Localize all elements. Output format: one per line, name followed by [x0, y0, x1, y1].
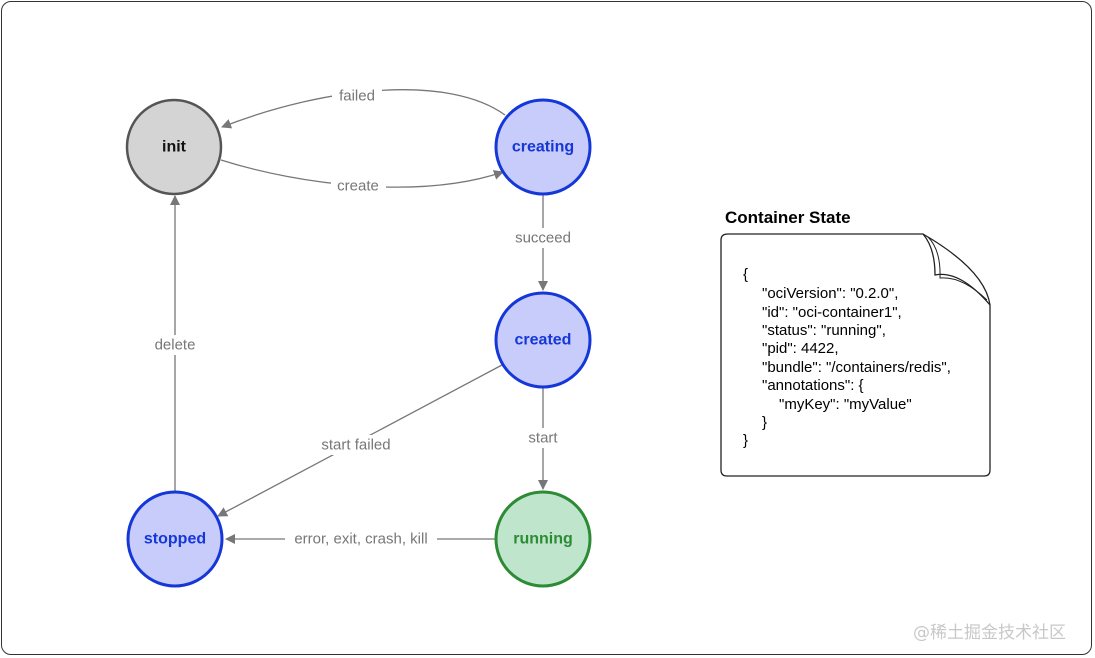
node-label-created: created [515, 332, 572, 349]
state-card: { "ociVersion": "0.2.0", "id": "oci-cont… [720, 233, 991, 477]
code-line-3: "status": "running", [762, 322, 886, 339]
edge-label-start: start [528, 430, 558, 447]
node-label-init: init [162, 139, 187, 156]
watermark: @稀土掘金技术社区 [913, 623, 1066, 643]
node-creating: creating [494, 98, 592, 196]
edge-label-failed: failed [339, 88, 375, 105]
edge-succeed: succeed [508, 195, 578, 291]
code-line-2: "id": "oci-container1", [762, 304, 902, 321]
state-card-title: Container State [725, 208, 851, 227]
edge-label-succeed: succeed [515, 230, 571, 247]
edge-label-create: create [337, 178, 379, 195]
node-label-stopped: stopped [144, 531, 206, 548]
code-line-7: "myKey": "myValue" [779, 396, 912, 413]
edge-failed: failed [221, 86, 506, 129]
edge-label-delete: delete [155, 337, 196, 354]
code-line-6: "annotations": { [762, 377, 864, 394]
node-stopped: stopped [126, 490, 224, 588]
edge-delete: delete [147, 195, 203, 491]
edge-label-start-failed: start failed [321, 437, 390, 454]
code-line-4: "pid": 4422, [762, 340, 839, 357]
node-label-running: running [513, 531, 573, 548]
code-line-0: { [743, 266, 748, 283]
page-curl-fold [927, 236, 988, 301]
node-created: created [494, 291, 592, 389]
node-label-creating: creating [512, 139, 574, 156]
node-init: init [125, 98, 223, 196]
edge-error-exit: error, exit, crash, kill [225, 529, 495, 549]
edge-start: start [520, 388, 566, 490]
edge-start-failed: start failed [217, 364, 503, 517]
node-running: running [494, 490, 592, 588]
code-line-1: "ociVersion": "0.2.0", [762, 285, 898, 302]
edge-label-error-exit: error, exit, crash, kill [294, 531, 427, 548]
edge-create: create [220, 159, 504, 196]
code-line-9: } [743, 432, 748, 449]
code-line-5: "bundle": "/containers/redis", [762, 359, 951, 376]
code-line-8: } [762, 414, 767, 431]
